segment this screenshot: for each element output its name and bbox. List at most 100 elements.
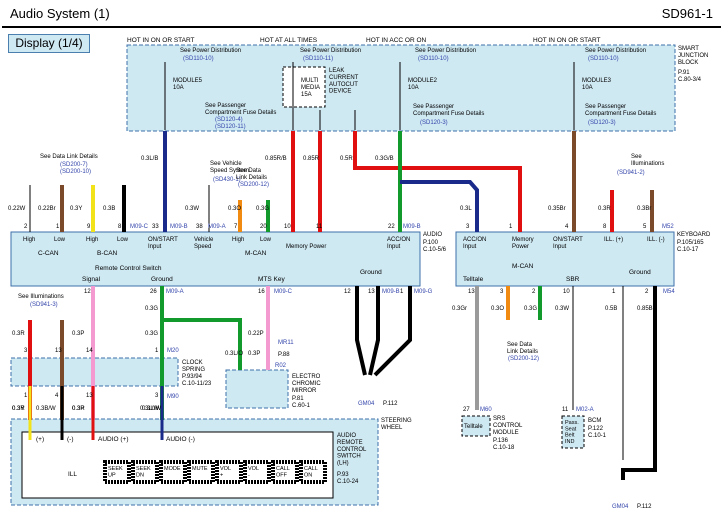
steer-button-label-3: MODE [164,466,181,472]
label-group: HOT IN ON OR START See Power Distribution… [8,37,711,510]
steer-minus: (-) [67,436,74,443]
audio-conn-b1: M09-A [166,289,184,295]
wire-top-3: 0.3Y [70,206,82,212]
power-label-2: HOT AT ALL TIMES [260,37,318,44]
clock-pin-bot-4: 3 [155,393,159,399]
power-label-1: HOT IN ON OR START [127,37,195,44]
kb-ground: Ground [629,269,651,276]
kb-wire-bot-1: 0.3Gr [452,306,467,312]
kb-wire-bot-6: 0.85B [637,306,653,312]
see-dl2-code: (SD200-12) [238,182,269,188]
clock-pin-top-3: 14 [86,348,93,354]
steer-plus: (+) [36,436,44,443]
audio-label-3: High [86,237,98,243]
wire-top-12: 0.3G/B [375,156,394,162]
see-ill2: See Illuminations [18,294,64,300]
audio-conn-3: M09-A [208,224,226,230]
ground-audio: GM04 [358,401,375,407]
audio-group-ccan: C-CAN [38,250,59,257]
kb-conn-2: M54 [663,289,675,295]
pcfd-3-code: (SD120-3) [588,120,616,126]
kb-pin-top-1: 3 [466,224,470,230]
wire-black-g3 [373,286,412,377]
steer-audio-minus: AUDIO (-) [166,436,195,443]
kb-label-4: ILL. (+) [604,237,623,243]
wire-top-11: 0.5R [340,156,353,162]
wire-top-2: 0.22Br [38,206,56,212]
audio-pin-bot-1: 12 [84,289,91,295]
audio-pin-bot-4: 12 [344,289,351,295]
kb-pin-top-2: 1 [509,224,513,230]
kb-wire-bot-4: 0.3W [555,306,569,312]
bcm-pin: 11 [562,407,569,413]
kb-wire-bot-5: 0.5B [605,306,617,312]
audio-group-bcan: B-CAN [97,250,118,257]
kb-sbr: SBR [566,276,580,283]
header-divider [2,26,721,28]
wire-black-g2 [368,286,380,376]
audio-pin-top-4: 8 [118,224,122,230]
keyboard-module-box [455,231,675,287]
power-label-4: HOT IN ON OR START [533,37,601,44]
kb-pin-bot-6: 2 [645,289,649,295]
wire-mid-12: 0.3B/W [36,406,56,412]
steer-button-label-4: MUTE [192,466,208,472]
wire-mid-4: 0.3P [248,351,260,357]
audio-conn-1: M09-C [130,224,149,230]
power-sd-3: (SD110-10) [418,56,449,62]
audio-name: AUDIO [423,232,442,238]
steer-audio-plus: AUDIO (+) [98,436,129,443]
clock-pin-top-1: 3 [24,348,28,354]
audio-conn-b2: M09-C [274,289,293,295]
clock-conn1: M20 [167,348,179,354]
steer-button-6 [243,460,271,484]
clock-pin-bot-1: 1 [24,393,28,399]
see-vss-code: (SD430-1) [213,177,241,183]
wire-top-4: 0.3B [103,206,115,212]
kb-pin-top-5: 5 [643,224,647,230]
see-power-3: See Power Distribution [415,48,476,54]
clock-conn2: M90 [167,394,179,400]
wire-mid-14: 0.3L/W [142,406,161,412]
power-label-3: HOT IN ACC OR ON [366,37,426,44]
ground-kb-ref: P.112 [637,504,652,510]
kb-pin-bot-3: 2 [532,289,536,295]
audio-conn-4: M09-B [403,224,421,230]
wire-group [28,62,657,484]
wire-top-6: 0.3W [185,206,199,212]
audio-pin-top-1: 2 [24,224,28,230]
audio-pin-bot-5: 13 [368,289,375,295]
audio-pin-top-7: 7 [234,224,238,230]
steer-ill: ILL [68,471,77,478]
power-sd-2: (SD110-11) [303,56,333,62]
audio-pin-bot-3: 16 [258,289,265,295]
bcm-name: BCM [588,418,601,424]
audio-pin-top-3: 9 [87,224,91,230]
see-ill2-code: (SD941-3) [30,302,58,308]
see-power-4: See Power Distribution [585,48,646,54]
audio-group-mcan: M-CAN [245,250,267,257]
wire-mid-8: 0.3P [72,406,84,412]
